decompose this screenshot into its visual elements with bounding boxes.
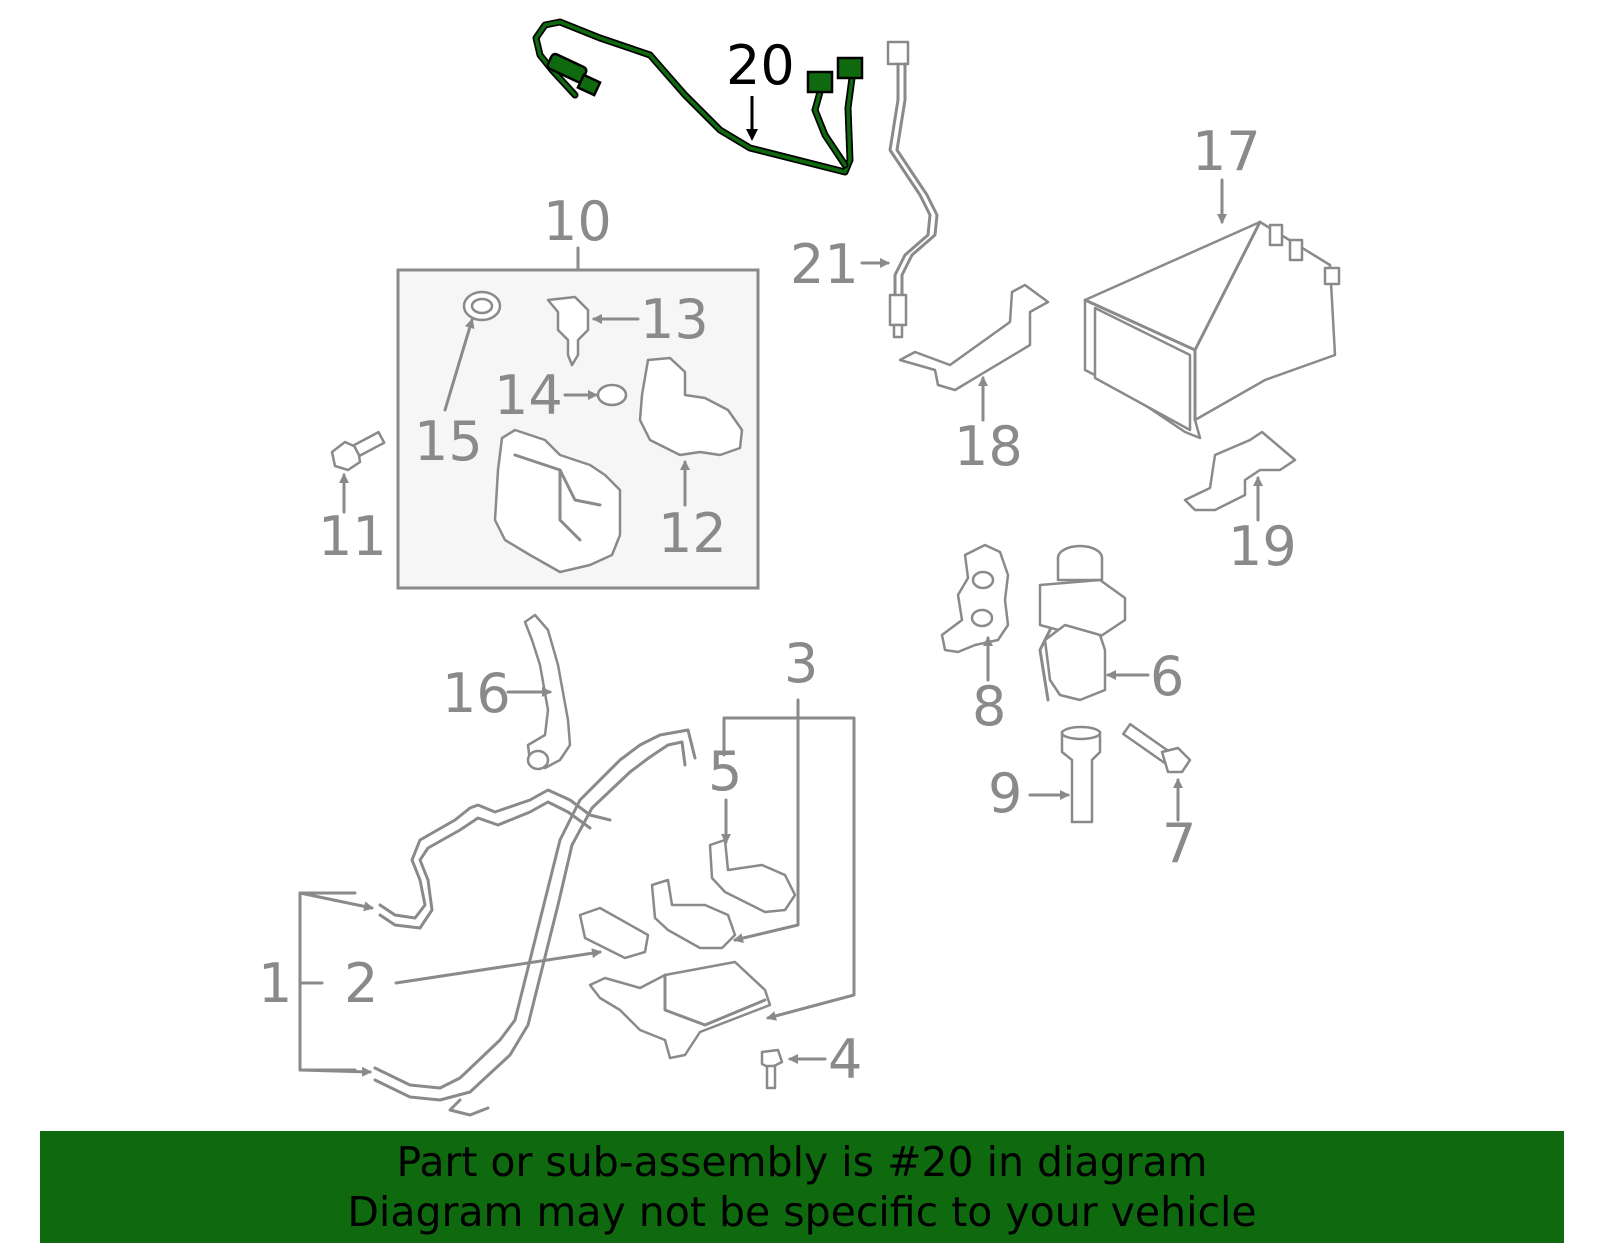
callout-20: 20 xyxy=(726,34,795,97)
callout-4: 4 xyxy=(828,1028,862,1091)
part-21-oxygen-sensor[interactable] xyxy=(860,40,939,339)
callout-17: 17 xyxy=(1192,120,1261,183)
callout-11: 11 xyxy=(318,505,387,568)
part-18-bracket[interactable] xyxy=(898,283,1050,422)
callout-6: 6 xyxy=(1150,645,1184,708)
callout-15: 15 xyxy=(414,410,483,473)
callout-1: 1 xyxy=(258,952,292,1015)
part-4-bolt[interactable] xyxy=(760,1048,827,1090)
part-16-pcv-hose[interactable] xyxy=(506,613,572,771)
part-9-tube[interactable] xyxy=(1028,725,1102,824)
callout-3: 3 xyxy=(784,632,818,695)
callout-8: 8 xyxy=(972,675,1006,738)
banner-line-1: Part or sub-assembly is #20 in diagram xyxy=(396,1138,1208,1186)
part-11-bolt[interactable] xyxy=(330,430,386,514)
callout-19: 19 xyxy=(1228,515,1297,578)
callout-14: 14 xyxy=(494,364,563,427)
banner-line-2: Diagram may not be specific to your vehi… xyxy=(347,1188,1257,1236)
callout-7: 7 xyxy=(1162,812,1196,875)
part-7-bolt[interactable] xyxy=(1122,722,1192,822)
part-6-egr-valve[interactable] xyxy=(1038,544,1150,702)
callout-10: 10 xyxy=(543,190,612,253)
part-17-evap-canister[interactable] xyxy=(1083,178,1341,440)
callout-5: 5 xyxy=(708,740,742,803)
callout-2: 2 xyxy=(344,952,378,1015)
callout-21: 21 xyxy=(790,233,859,296)
part-8-gasket[interactable] xyxy=(940,543,1010,682)
callout-16: 16 xyxy=(442,662,511,725)
part-20-oxygen-sensor-harness[interactable] xyxy=(532,18,864,176)
part-5-vacuum-solenoid[interactable] xyxy=(650,798,797,950)
part-2-connector[interactable] xyxy=(394,906,650,985)
callout-9: 9 xyxy=(988,762,1022,825)
part-19-bracket[interactable] xyxy=(1183,430,1297,522)
part-10-pcv-assembly-box[interactable] xyxy=(396,246,760,590)
info-banner: Part or sub-assembly is #20 in diagram D… xyxy=(40,1131,1564,1243)
callout-18: 18 xyxy=(954,415,1023,478)
part-3-solenoid-bracket[interactable] xyxy=(588,698,856,1060)
callout-13: 13 xyxy=(640,288,709,351)
callout-12: 12 xyxy=(658,502,727,565)
part-1-vacuum-hoses[interactable] xyxy=(298,728,697,1117)
